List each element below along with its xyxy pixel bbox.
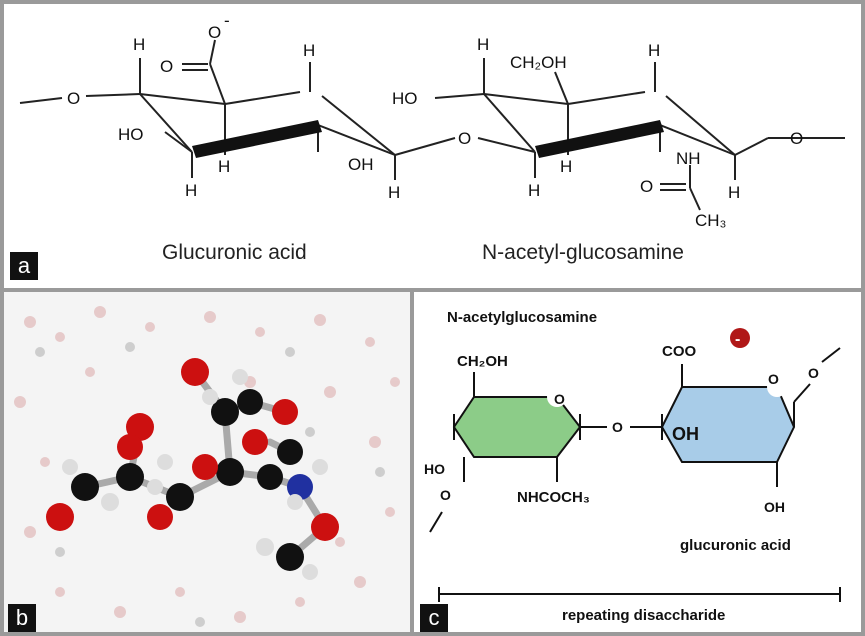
atom-o-right: O: [790, 129, 803, 148]
panel-a: H O - O H O HO H H OH H O HO H CH₂OH H H…: [0, 0, 865, 290]
panel-c: - N-acetylglucosamine CH₂OH O O HO NHCOC…: [412, 292, 865, 636]
ho-label: HO: [424, 461, 445, 477]
atom-ch2oh: CH₂OH: [510, 53, 567, 72]
horizontal-divider: [0, 288, 865, 292]
atom-h9: H: [528, 181, 540, 200]
atom-nh: NH: [676, 149, 701, 168]
coo-label: COO: [662, 343, 697, 360]
panel-label-c: c: [420, 604, 448, 632]
panel-label-a: a: [10, 252, 38, 280]
atom-ch3: CH₃: [695, 211, 726, 230]
atom-h6: H: [477, 35, 489, 54]
charge-minus: -: [735, 331, 740, 348]
panel-label-b: b: [8, 604, 36, 632]
vertical-divider: [410, 292, 414, 636]
atom-minus-sign: -: [224, 11, 230, 30]
atom-h2: H: [303, 41, 315, 60]
atom-h1: H: [133, 35, 145, 54]
terminal-oxygen: O: [808, 365, 819, 381]
oxygen-under-ho: O: [440, 487, 451, 503]
atom-o-left: O: [67, 89, 80, 108]
nhcoch3-label: NHCOCH₃: [517, 489, 590, 506]
caption-n-acetyl-glucosamine: N-acetyl-glucosamine: [482, 241, 684, 264]
atom-h7: H: [648, 41, 660, 60]
atom-o-double: O: [160, 57, 173, 76]
atom-h10: H: [728, 183, 740, 202]
haworth-structure: H O - O H O HO H H OH H O HO H CH₂OH H H…: [19, 11, 845, 264]
atom-h4: H: [185, 181, 197, 200]
panel-b: b: [0, 292, 412, 636]
ring-oxygen-right: O: [768, 371, 779, 387]
n-acetylglucosamine-title: N-acetylglucosamine: [447, 309, 597, 326]
ch2oh-label: CH₂OH: [457, 353, 508, 370]
ring-oxygen-left: O: [554, 391, 565, 407]
atom-ho-left: HO: [118, 125, 144, 144]
ball-and-stick-model: [14, 306, 400, 627]
atom-h8: H: [560, 157, 572, 176]
oh-bottom-label: OH: [764, 499, 785, 515]
negative-charge-icon: [730, 328, 750, 348]
repeating-disaccharide-label: repeating disaccharide: [562, 607, 725, 624]
atom-h3: H: [218, 157, 230, 176]
atom-o-bridge: O: [458, 129, 471, 148]
disaccharide-schematic: - N-acetylglucosamine CH₂OH O O HO NHCOC…: [424, 309, 841, 624]
atom-ho-right: HO: [392, 89, 418, 108]
atom-oh-mid: OH: [348, 155, 374, 174]
ring-oh-label: OH: [672, 424, 699, 444]
atom-o-minus: O: [208, 23, 221, 42]
glucuronic-acid-label: glucuronic acid: [680, 537, 791, 554]
caption-glucuronic-acid: Glucuronic acid: [162, 241, 307, 264]
atom-o-acetyl: O: [640, 177, 653, 196]
glycosidic-oxygen: O: [612, 419, 623, 435]
atom-h5: H: [388, 183, 400, 202]
